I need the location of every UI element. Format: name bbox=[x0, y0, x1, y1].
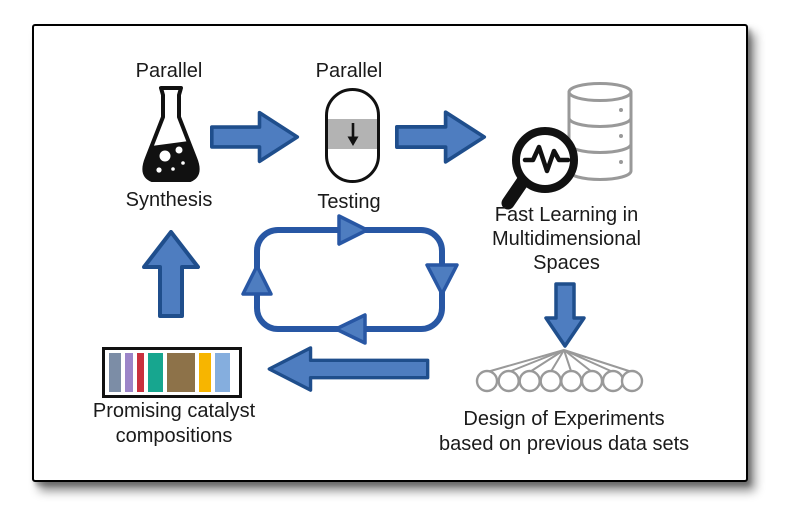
catalyst-bar bbox=[109, 353, 121, 392]
diagram-frame: Parallel Synthesis Parallel Testing bbox=[32, 24, 748, 482]
arrow-compositions-to-synthesis-icon bbox=[142, 230, 200, 318]
flask-icon bbox=[142, 86, 200, 182]
catalyst-bars-icon bbox=[102, 347, 242, 398]
arrow-learning-to-doe-icon bbox=[544, 282, 586, 348]
doe-line2: based on previous data sets bbox=[439, 433, 690, 455]
catalyst-bar bbox=[167, 353, 195, 392]
catalyst-bar bbox=[125, 353, 133, 392]
magnifier-database-icon bbox=[501, 82, 633, 210]
arrow-synthesis-to-testing-icon bbox=[210, 110, 300, 164]
catalyst-bar bbox=[148, 353, 163, 392]
fast-learning-label: Fast Learning in Multidimensional Spaces bbox=[464, 203, 669, 275]
test-capsule-icon bbox=[325, 88, 380, 183]
doe-line1: Design of Experiments bbox=[463, 408, 665, 430]
fast-learning-line1: Fast Learning in bbox=[494, 204, 639, 226]
catalyst-bar bbox=[137, 353, 144, 392]
fanout-nodes-icon bbox=[475, 349, 644, 393]
fast-learning-line2: Multidimensional bbox=[492, 228, 641, 250]
down-arrow-small-icon bbox=[347, 123, 358, 146]
synthesis-top-label: Parallel bbox=[135, 60, 203, 82]
promising-label: Promising catalyst compositions bbox=[69, 399, 279, 449]
cycle-loop-icon bbox=[241, 214, 459, 345]
arrow-doe-to-compositions-icon bbox=[267, 346, 430, 392]
arrow-testing-to-learning-icon bbox=[395, 110, 487, 164]
promising-line2: compositions bbox=[115, 425, 233, 447]
catalyst-bar bbox=[199, 353, 211, 392]
catalyst-bar bbox=[215, 353, 230, 392]
testing-bottom-label: Testing bbox=[317, 191, 381, 213]
capsule-band bbox=[328, 119, 377, 149]
testing-top-label: Parallel bbox=[315, 60, 383, 82]
synthesis-bottom-label: Synthesis bbox=[125, 189, 213, 211]
doe-label: Design of Experiments based on previous … bbox=[439, 407, 689, 457]
promising-line1: Promising catalyst bbox=[92, 400, 256, 422]
fast-learning-line3: Spaces bbox=[533, 252, 600, 274]
